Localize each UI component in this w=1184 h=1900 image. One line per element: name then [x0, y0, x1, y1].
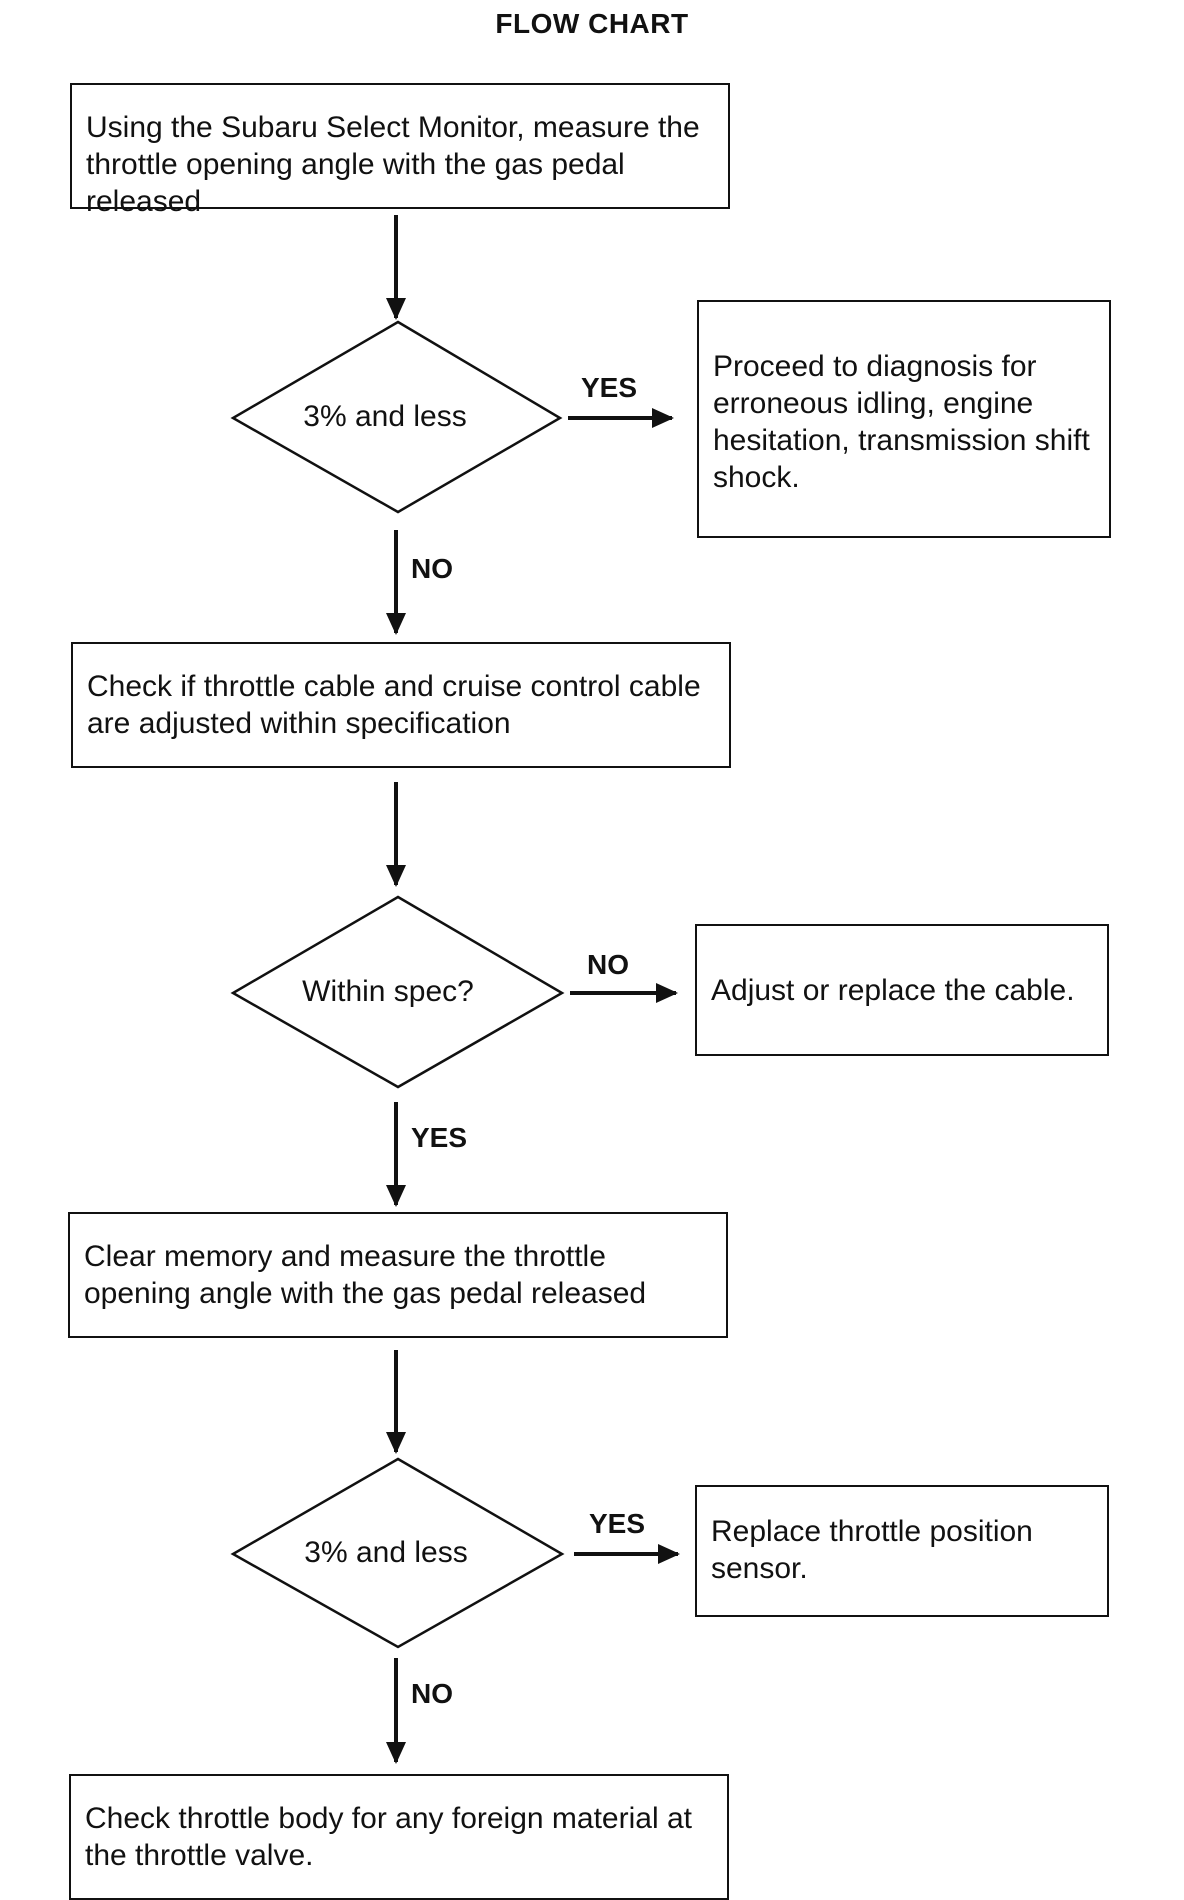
arrowhead-4 [386, 1185, 406, 1207]
process-box-measure-angle: Using the Subaru Select Monitor, measure… [70, 83, 730, 218]
process-text: Check throttle body for any foreign mate… [85, 1802, 692, 1872]
arrowhead-5 [386, 1432, 406, 1454]
process-box-proceed-diagnosis: Proceed to diagnosis for erroneous idlin… [697, 300, 1111, 538]
branch-label-d1-no: NO [411, 553, 453, 584]
process-text: Using the Subaru Select Monitor, measure… [86, 111, 700, 218]
process-text: Replace throttle position sensor. [711, 1515, 1033, 1585]
decision-label-3: 3% and less [304, 1536, 468, 1569]
branch-label-d3-yes: YES [589, 1508, 646, 1539]
arrowhead-6 [386, 1742, 406, 1764]
branch-label-d2-yes: YES [411, 1122, 468, 1153]
branch-label-d2-no: NO [587, 949, 629, 980]
decision-diamond-2 [230, 895, 565, 1089]
arrowhead-1 [386, 298, 406, 320]
arrowhead-3 [386, 865, 406, 887]
process-box-check-throttle-body: Check throttle body for any foreign mate… [69, 1774, 729, 1900]
branch-label-d1-yes: YES [581, 372, 638, 403]
arrowhead-9 [658, 1544, 680, 1564]
branch-label-d3-no: NO [411, 1678, 453, 1709]
decision-label-1: 3% and less [303, 400, 467, 433]
process-text: Proceed to diagnosis for erroneous idlin… [713, 350, 1090, 494]
process-box-adjust-cable: Adjust or replace the cable. [695, 924, 1109, 1056]
arrowhead-7 [652, 408, 674, 428]
process-text: Clear memory and measure the throttle op… [84, 1240, 647, 1310]
decision-diamond-3 [230, 1457, 565, 1649]
arrowhead-8 [656, 983, 678, 1003]
process-box-check-cables: Check if throttle cable and cruise contr… [71, 642, 731, 768]
arrowhead-2 [386, 613, 406, 635]
process-text: Adjust or replace the cable. [711, 973, 1075, 1007]
process-box-replace-sensor: Replace throttle position sensor. [695, 1485, 1109, 1617]
process-text: Check if throttle cable and cruise contr… [87, 670, 701, 740]
decision-label-2: Within spec? [302, 975, 474, 1008]
process-box-clear-memory: Clear memory and measure the throttle op… [68, 1212, 728, 1338]
flowchart-title: FLOW CHART [495, 8, 689, 39]
decision-diamond-1 [230, 320, 563, 514]
